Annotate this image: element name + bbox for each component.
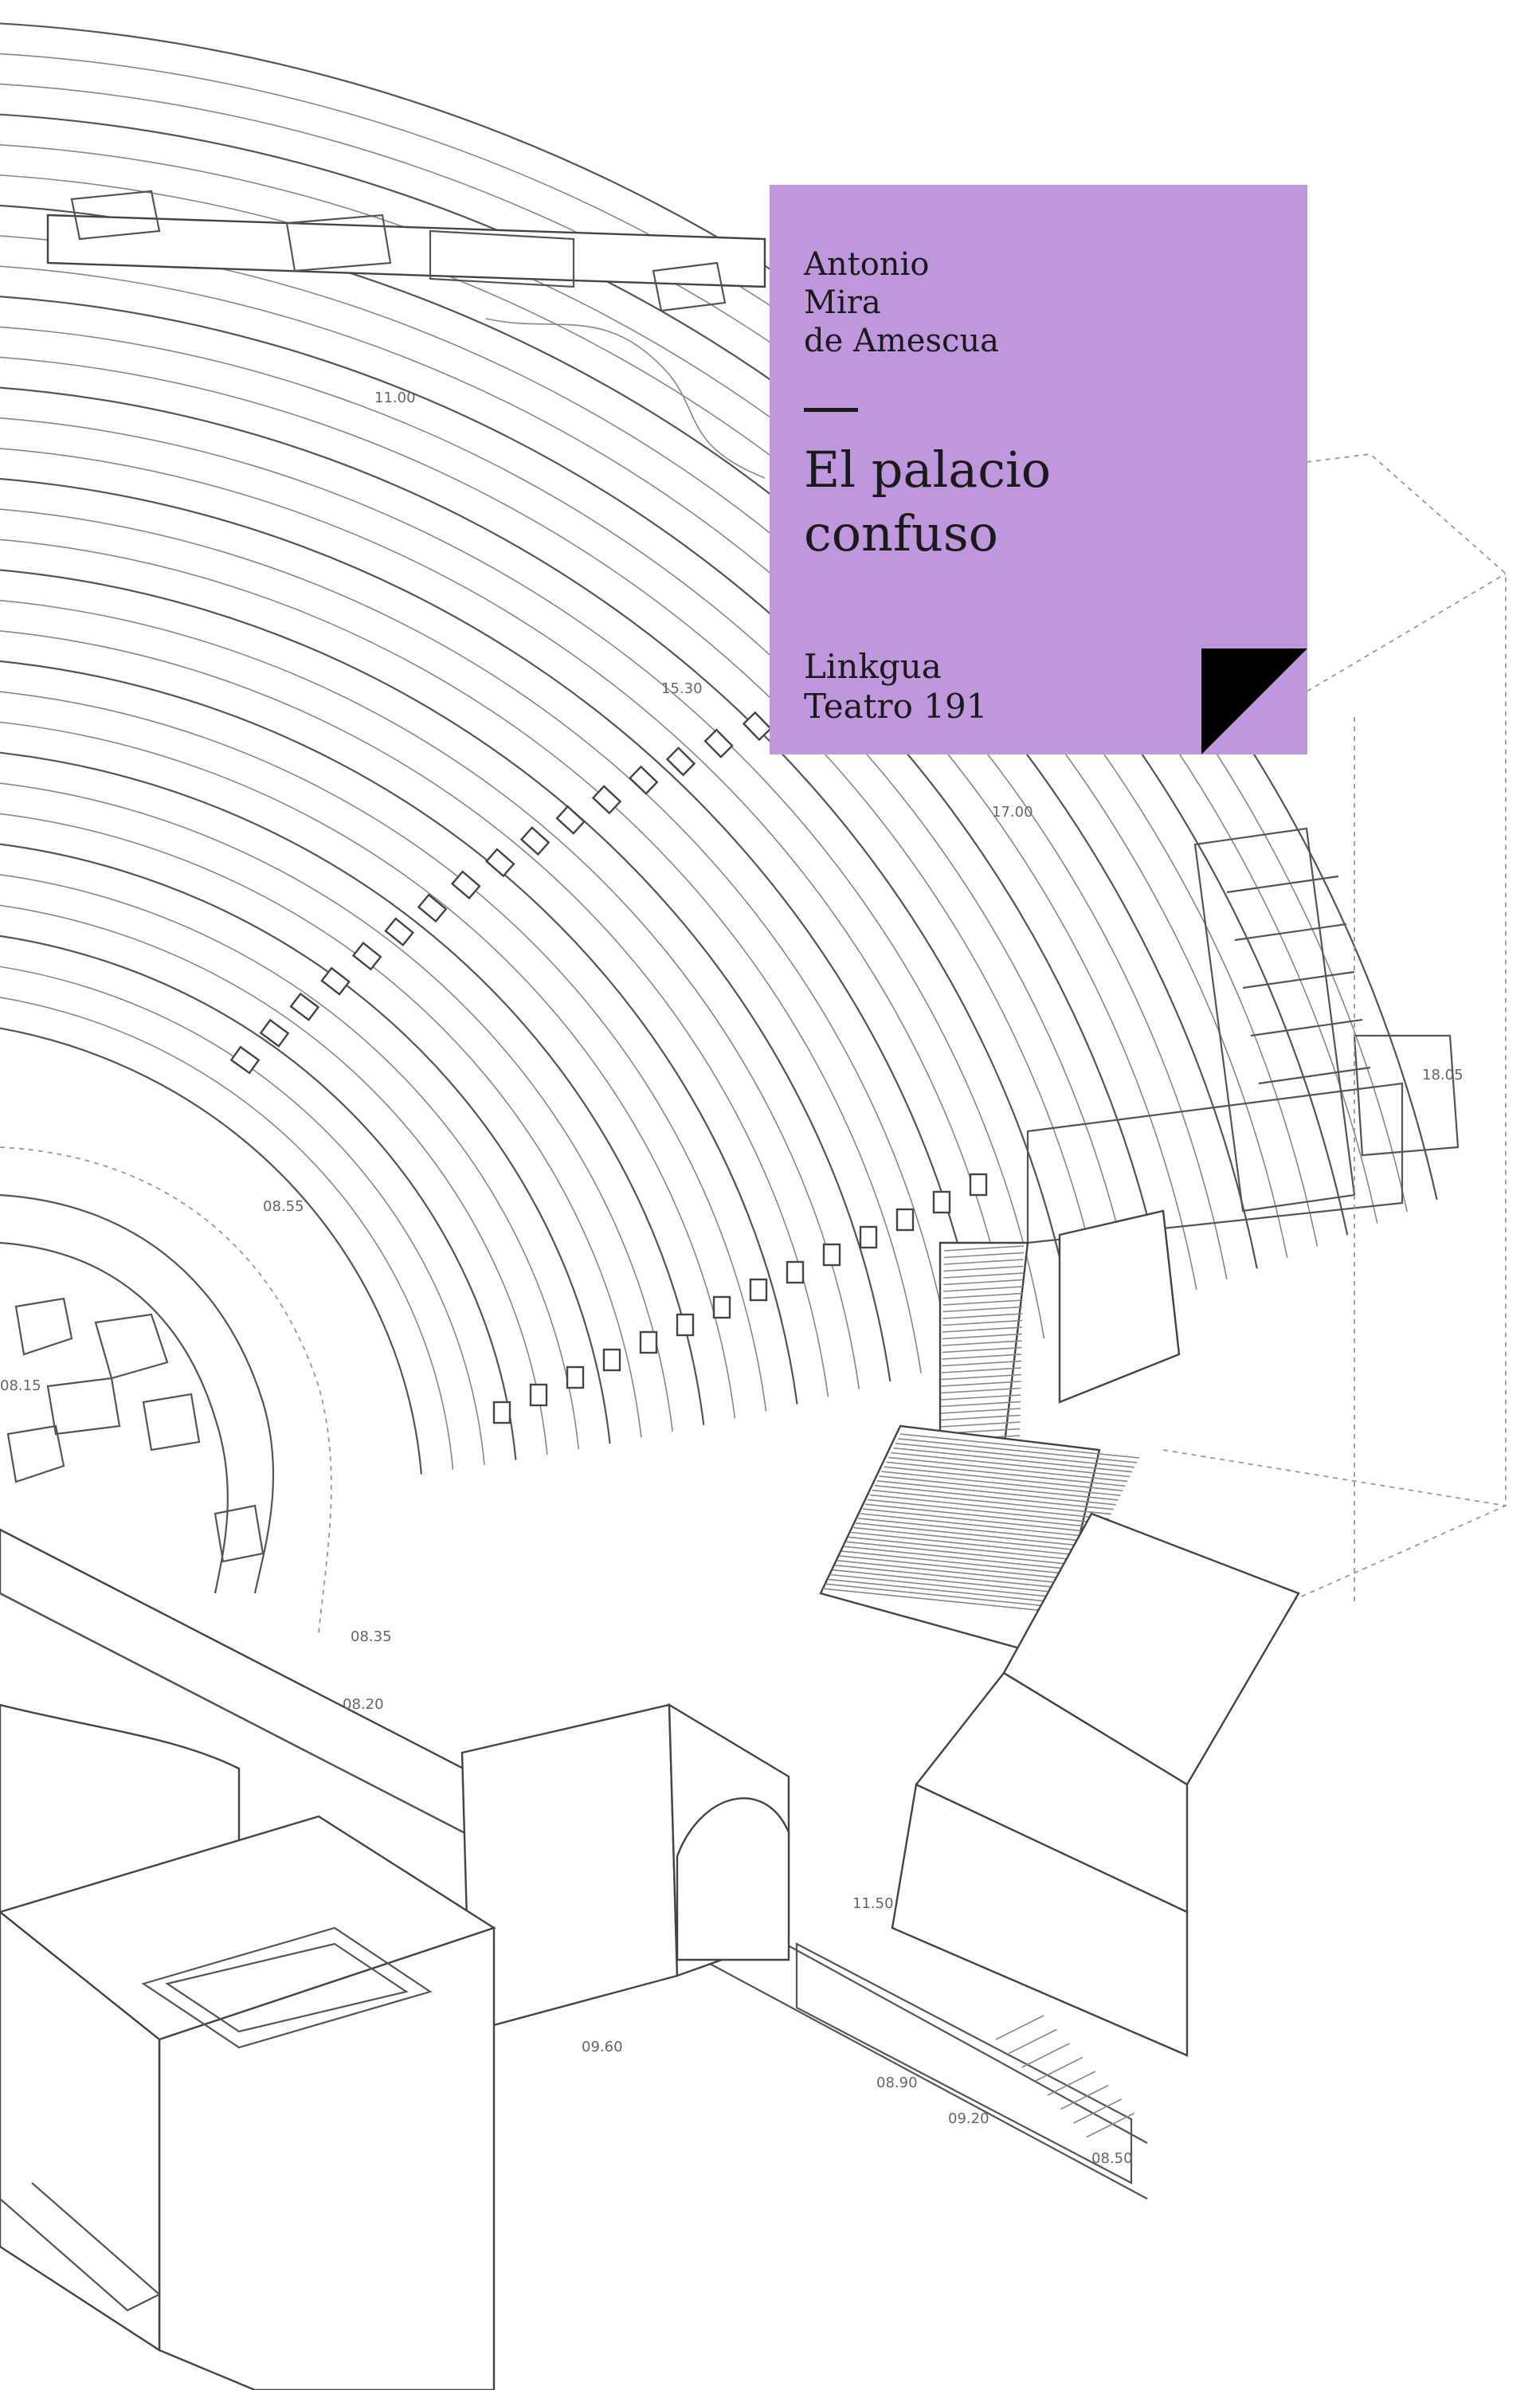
svg-text:15.30: 15.30: [661, 680, 703, 697]
separator-dash: [804, 408, 858, 412]
svg-text:08.90: 08.90: [876, 2075, 918, 2091]
title-line: El palacio: [804, 441, 1052, 499]
corner-triangle-icon: [1201, 648, 1307, 754]
svg-text:08.35: 08.35: [351, 1628, 392, 1645]
book-title: El palacio confuso: [804, 438, 1051, 566]
title-line: confuso: [804, 504, 999, 562]
svg-text:08.15: 08.15: [0, 1377, 41, 1394]
svg-text:08.55: 08.55: [263, 1198, 304, 1215]
svg-text:08.50: 08.50: [1091, 2150, 1133, 2167]
svg-text:09.60: 09.60: [582, 2039, 623, 2055]
svg-text:11.50: 11.50: [852, 1895, 894, 1912]
publisher-line: Linkgua: [804, 647, 942, 686]
svg-text:18.05: 18.05: [1422, 1067, 1464, 1083]
svg-text:09.20: 09.20: [948, 2110, 989, 2127]
author-line: Mira: [804, 284, 881, 321]
author-name: Antonio Mira de Amescua: [804, 245, 999, 360]
publisher-collection: Linkgua Teatro 191: [804, 647, 987, 727]
author-line: Antonio: [804, 246, 930, 283]
svg-text:08.20: 08.20: [343, 1696, 384, 1713]
svg-text:11.00: 11.00: [374, 390, 416, 406]
title-label: Antonio Mira de Amescua El palacio confu…: [770, 185, 1307, 754]
publisher-line: Teatro 191: [804, 687, 988, 726]
svg-text:17.00: 17.00: [992, 804, 1033, 821]
author-line: de Amescua: [804, 323, 1000, 359]
